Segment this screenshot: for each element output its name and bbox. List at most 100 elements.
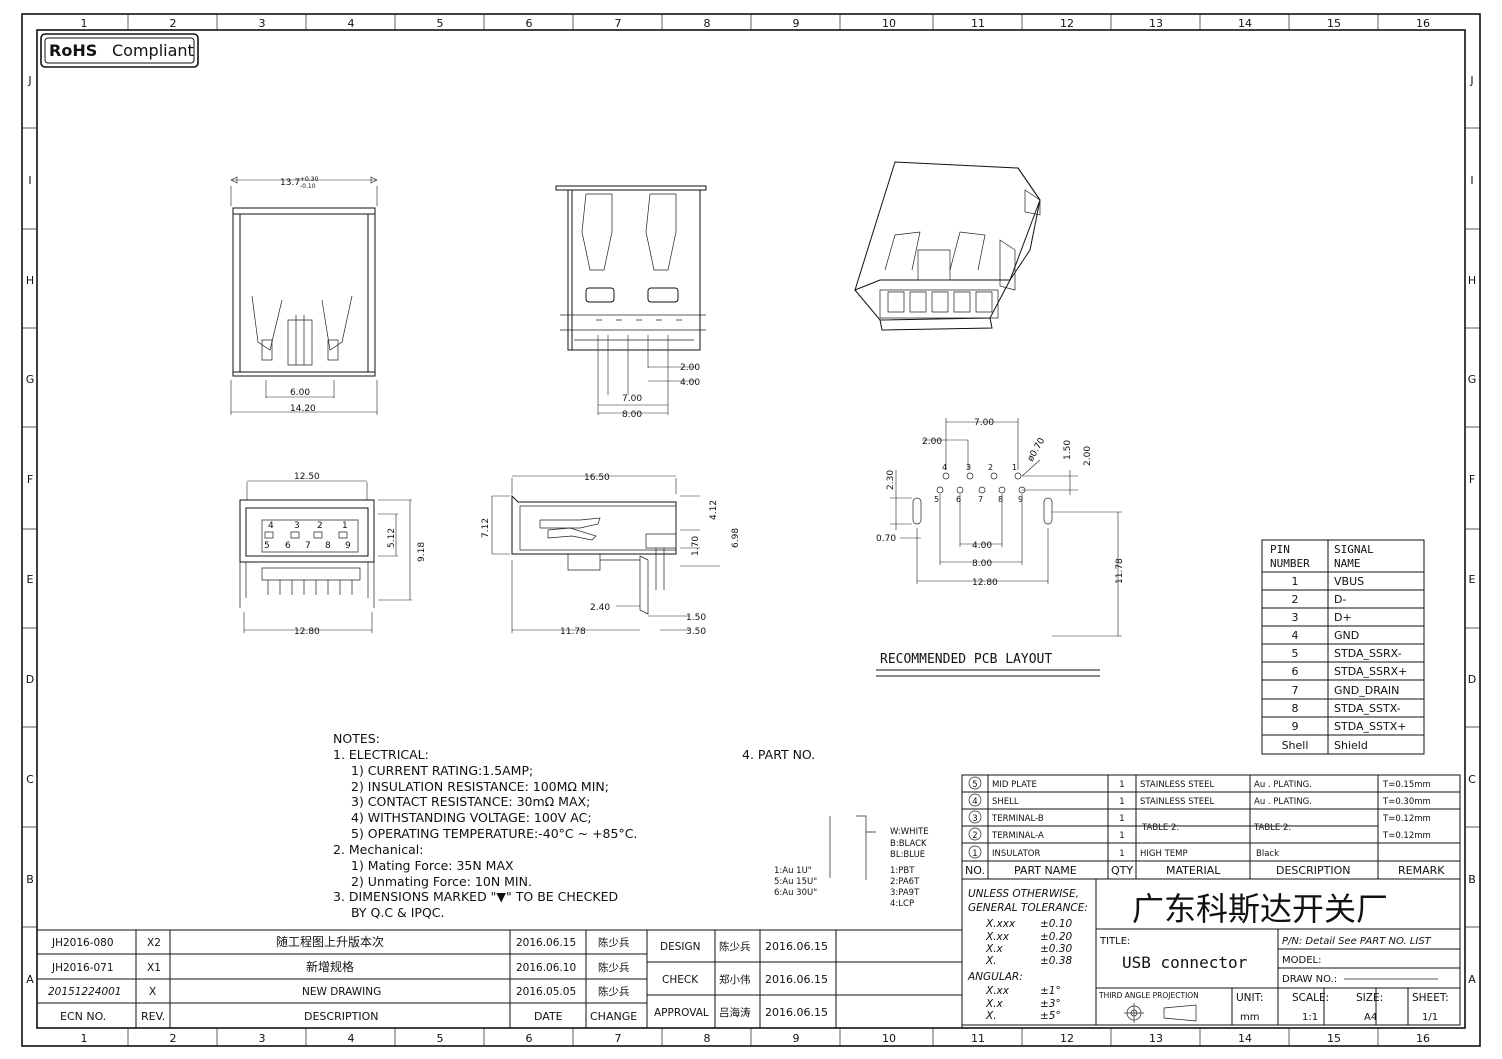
frame-row-labels: J I H G F E D C B A J I H G F E D C B A — [26, 74, 1477, 986]
drawing-label: X.xx — [985, 985, 1010, 997]
drawing-label: 1 — [342, 521, 348, 531]
drawing-label: 5:Au 15U" — [774, 877, 817, 887]
drawing-label: ECN NO. — [60, 1010, 106, 1023]
pcb-pins-top: 4 3 2 1 — [942, 463, 1017, 472]
drawing-label: 5 — [1292, 647, 1299, 660]
drawing-label: NUMBER — [1270, 557, 1310, 570]
pcb-holes-bottom — [936, 486, 1026, 494]
drawing-label: P/N: Detail See PART NO. LIST — [1282, 936, 1432, 947]
drawing-label: 1) CURRENT RATING:1.5AMP; — [351, 763, 533, 778]
drawing-label: 14 — [1238, 17, 1252, 30]
drawing-label: J — [27, 74, 31, 87]
drawing-label: 2.30 — [886, 470, 896, 490]
drawing-label: 12.80 — [972, 578, 998, 588]
drawing-label: 3 — [972, 814, 977, 824]
drawing-label: SHEET: — [1412, 992, 1449, 1004]
drawing-label: 6 — [1292, 665, 1299, 678]
drawing-label: NO. — [965, 864, 985, 877]
drawing-label: NEW DRAWING — [302, 986, 381, 998]
approval-table: DESIGN CHECK APPROVAL 陈少兵 郑小伟 吕海涛 2016.0… — [646, 929, 963, 1029]
drawing-label: 4:LCP — [890, 899, 914, 909]
drawing-label: 8 — [325, 541, 331, 551]
drawing-label: 11 — [971, 1032, 985, 1045]
drawing-label: B:BLACK — [890, 839, 927, 849]
drawing-label: 16.50 — [584, 473, 610, 483]
drawing-label: 3 — [259, 17, 266, 30]
drawing-label: 2 — [988, 463, 993, 472]
drawing-label: 11.78 — [1115, 558, 1125, 584]
drawing-label: 1 — [972, 849, 977, 859]
pin-table: PIN NUMBER SIGNAL NAME 1 2 3 4 5 6 7 8 9… — [1261, 539, 1425, 755]
drawing-label: 7 — [1292, 684, 1299, 697]
drawing-label: 陈少兵 — [598, 961, 630, 974]
drawing-label: 12.50 — [294, 472, 320, 482]
drawing-label: 6:Au 30U" — [774, 888, 817, 898]
drawing-label: 2.40 — [590, 603, 610, 613]
drawing-label: 1 — [81, 1032, 88, 1045]
side-view: 16.50 7.12 4.12 6.98 1.70 2.40 1.50 11.7… — [481, 473, 741, 637]
drawing-label: T=0.12mm — [1382, 814, 1431, 824]
drawing-label: 2 — [170, 17, 177, 30]
drawing-label: 1) Mating Force: 35N MAX — [351, 858, 514, 873]
drawing-label: 5 — [934, 495, 939, 504]
notes: NOTES: 1. ELECTRICAL: 1) CURRENT RATING:… — [333, 731, 815, 920]
drawing-label: 4) WITHSTANDING VOLTAGE: 100V AC; — [351, 810, 592, 825]
notes-title: NOTES: — [333, 731, 380, 746]
bom-table: 5 4 3 2 1 MID PLATE SHELL TERMINAL-B TER… — [961, 774, 1461, 880]
drawing-label: X.xx — [985, 931, 1010, 943]
pcb-holes-top — [942, 472, 1022, 480]
drawing-label: 新增规格 — [306, 959, 354, 974]
drawing-label: 7.00 — [974, 418, 994, 428]
pcb-layout: 7.00 2.00 4 3 2 1 5 6 7 8 9 ø0.70 1.50 2… — [876, 418, 1125, 677]
drawing-label: D — [26, 673, 34, 686]
drawing-label: mm — [1240, 1012, 1259, 1023]
drawing-label: MID PLATE — [992, 780, 1037, 790]
drawing-label: 6.00 — [290, 388, 310, 398]
drawing-label: DESIGN — [660, 941, 700, 953]
drawing-label: 6.98 — [731, 528, 741, 548]
drawing-label: F — [1469, 473, 1475, 486]
drawing-label: X2 — [147, 937, 161, 949]
drawing-label: 2.00 — [1083, 446, 1093, 466]
drawing-label: F — [27, 473, 33, 486]
drawing-label: NAME — [1334, 557, 1361, 570]
drawing-label: BY Q.C & IPQC. — [351, 905, 445, 920]
drawing-label: STDA_SSRX- — [1334, 647, 1402, 660]
drawing-label: X.x — [985, 998, 1004, 1010]
drawing-label: A4 — [1364, 1012, 1377, 1023]
drawing-label: A — [1468, 973, 1476, 986]
drawing-label: Black — [1256, 849, 1279, 859]
top-view: 13.7 +0.30 -0.10 6.00 14.20 — [230, 176, 378, 415]
drawing-label: A — [26, 973, 34, 986]
drawing-label: 5 — [437, 1032, 444, 1045]
drawing-label: 16 — [1416, 1032, 1430, 1045]
drawing-label: 13 — [1149, 1032, 1163, 1045]
drawing-label: REV. — [141, 1010, 165, 1023]
drawing-label: MATERIAL — [1166, 864, 1221, 877]
signal-cell: VBUS — [1334, 575, 1364, 588]
drawing-label: 5) OPERATING TEMPERATURE:-40°C ~ +85°C. — [351, 826, 637, 841]
drawing-label: D- — [1334, 593, 1346, 606]
drawing-label: 3.50 — [686, 627, 706, 637]
drawing-label: 1 — [1119, 814, 1124, 824]
drawing-label: DRAW NO.: — [1282, 974, 1337, 985]
drawing-label: Shield — [1334, 739, 1368, 752]
drawing-label: MODEL: — [1282, 955, 1321, 966]
drawing-label: +0.30 — [300, 176, 319, 183]
drawing-label: 7.12 — [481, 518, 491, 538]
drawing-label: 3) CONTACT RESISTANCE: 30mΩ MAX; — [351, 794, 590, 809]
drawing-label: SIGNAL — [1334, 543, 1374, 556]
drawing-label: 2 — [972, 831, 977, 841]
drawing-label: UNLESS OTHERWISE, — [968, 888, 1079, 900]
drawing-label: 15 — [1327, 17, 1341, 30]
drawing-label: 2) Unmating Force: 10N MIN. — [351, 874, 532, 889]
drawing-label: 3 — [1292, 611, 1299, 624]
drawing-label: STDA_SSTX+ — [1334, 720, 1406, 733]
drawing-label: 1/1 — [1422, 1012, 1438, 1023]
drawing-label: X.xxx — [985, 918, 1016, 930]
drawing-label: 9 — [1292, 720, 1299, 733]
drawing-label: GND — [1334, 629, 1359, 642]
drawing-label: 9 — [1018, 495, 1023, 504]
pcb-pins-bottom: 5 6 7 8 9 — [934, 495, 1023, 504]
